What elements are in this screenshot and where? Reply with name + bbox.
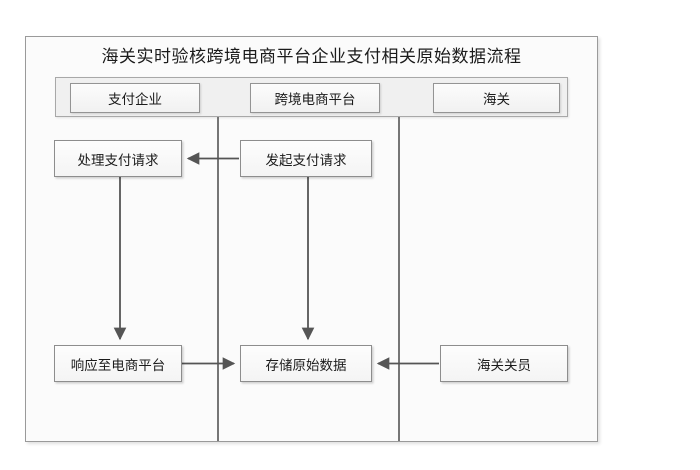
- node-respond-to-platform[interactable]: 响应至电商平台: [54, 345, 182, 382]
- node-customs-officer[interactable]: 海关关员: [440, 345, 568, 382]
- lane-header-label: 跨境电商平台: [274, 92, 356, 108]
- lane-header-label: 海关: [483, 92, 510, 108]
- node-label: 存储原始数据: [265, 357, 347, 374]
- node-store-raw-data[interactable]: 存储原始数据: [240, 345, 372, 382]
- lane-header-ecommerce-platform[interactable]: 跨境电商平台: [250, 83, 380, 113]
- node-initiate-payment-request[interactable]: 发起支付请求: [240, 140, 372, 177]
- lane-header-payment-enterprise[interactable]: 支付企业: [70, 83, 200, 113]
- lane-header-customs[interactable]: 海关: [433, 83, 560, 113]
- node-label: 海关关员: [477, 357, 531, 374]
- node-label: 处理支付请求: [77, 152, 159, 169]
- node-label: 发起支付请求: [265, 152, 347, 169]
- node-process-payment-request[interactable]: 处理支付请求: [54, 140, 182, 177]
- node-label: 响应至电商平台: [70, 357, 166, 374]
- diagram-title: 海关实时验核跨境电商平台企业支付相关原始数据流程: [101, 47, 522, 67]
- lane-header-label: 支付企业: [108, 92, 162, 108]
